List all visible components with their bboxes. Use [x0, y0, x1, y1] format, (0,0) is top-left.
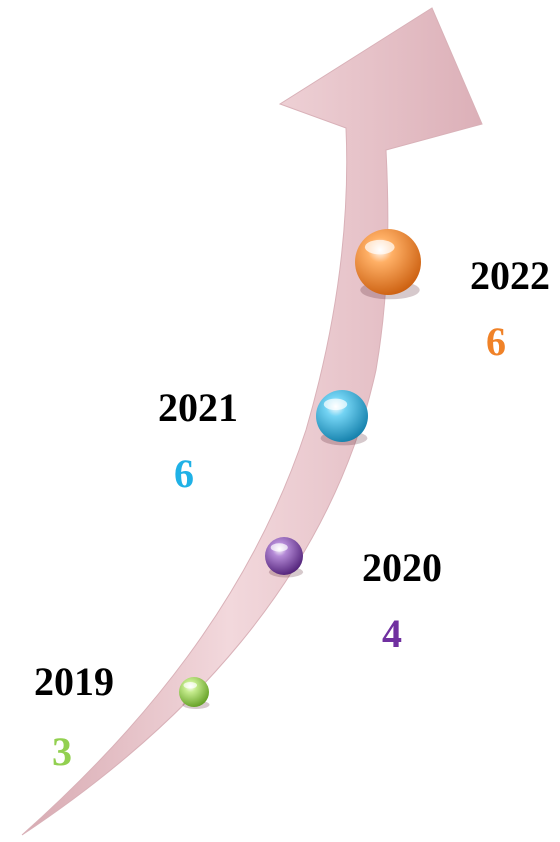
ball-2022-highlight: [364, 239, 395, 255]
ball-2019-highlight: [183, 681, 197, 689]
year-label: 2021: [158, 385, 238, 430]
year-label: 2019: [34, 659, 114, 704]
milestone-2020: 2020 4: [342, 546, 462, 656]
milestone-2022: 2022 6: [450, 254, 560, 364]
year-label: 2020: [362, 545, 442, 590]
milestone-2021: 2021 6: [138, 386, 258, 496]
ball-2022: [355, 229, 421, 295]
year-label: 2022: [470, 253, 550, 298]
count-value: 6: [174, 451, 194, 496]
arrow-body: [21, 7, 483, 836]
milestone-2019: 2019 3: [14, 660, 134, 774]
ball-2019: [179, 677, 209, 707]
count-value: 4: [382, 611, 402, 656]
count-value: 6: [486, 319, 506, 364]
ball-2021: [316, 390, 368, 442]
count-value: 3: [52, 729, 72, 774]
ball-2020-highlight: [270, 543, 288, 552]
ball-2020: [265, 537, 303, 575]
ball-2021-highlight: [323, 398, 348, 411]
